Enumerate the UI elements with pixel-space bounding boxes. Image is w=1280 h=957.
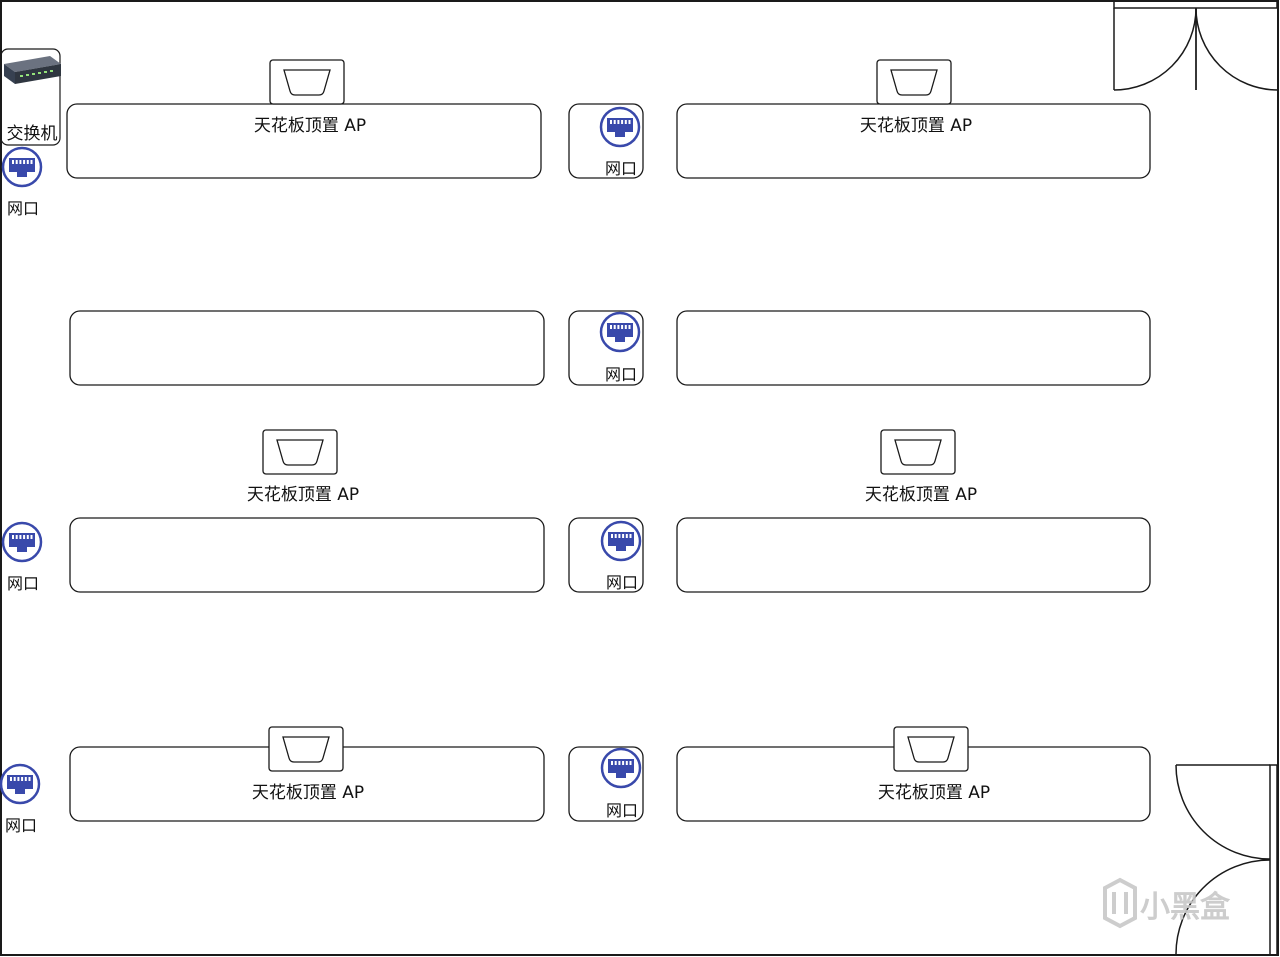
ceiling-ap-icon [262, 429, 338, 475]
ethernet-port-icon [0, 763, 41, 805]
ethernet-port-icon [1, 146, 43, 188]
port-label: 网口 [606, 573, 638, 592]
ceiling-ap-icon [893, 726, 969, 772]
desk [69, 310, 545, 386]
ceiling-ap-icon [876, 59, 952, 105]
ap-label: 天花板顶置 AP [247, 485, 359, 505]
ethernet-port-icon [600, 520, 642, 562]
ap-label: 天花板顶置 AP [878, 783, 990, 803]
switch: 交换机 [0, 48, 61, 146]
desk [676, 310, 1151, 386]
door-top-right [1113, 0, 1279, 91]
network-switch-icon [4, 56, 61, 84]
switch-label: 交换机 [7, 124, 58, 144]
port-label: 网口 [7, 199, 39, 218]
ap-label: 天花板顶置 AP [860, 116, 972, 136]
watermark: 小黑盒 [1103, 877, 1231, 929]
ethernet-port-icon [599, 311, 641, 353]
ceiling-ap-icon [880, 429, 956, 475]
port-label: 网口 [605, 365, 637, 384]
ethernet-port-icon [600, 747, 642, 789]
ethernet-port-icon [599, 106, 641, 148]
ap-label: 天花板顶置 AP [254, 116, 366, 136]
door-bottom-right [1175, 764, 1278, 956]
port-label: 网口 [7, 574, 39, 593]
ethernet-port-icon [1, 521, 43, 563]
port-label: 网口 [606, 801, 638, 820]
desk [676, 517, 1151, 593]
ap-label: 天花板顶置 AP [252, 783, 364, 803]
watermark-text: 小黑盒 [1140, 890, 1231, 925]
desk [69, 517, 545, 593]
watermark-logo-icon [1103, 877, 1137, 929]
port-label: 网口 [5, 816, 37, 835]
ceiling-ap-icon [269, 59, 345, 105]
ceiling-ap-icon [268, 726, 344, 772]
ap-label: 天花板顶置 AP [865, 485, 977, 505]
port-label: 网口 [605, 159, 637, 178]
